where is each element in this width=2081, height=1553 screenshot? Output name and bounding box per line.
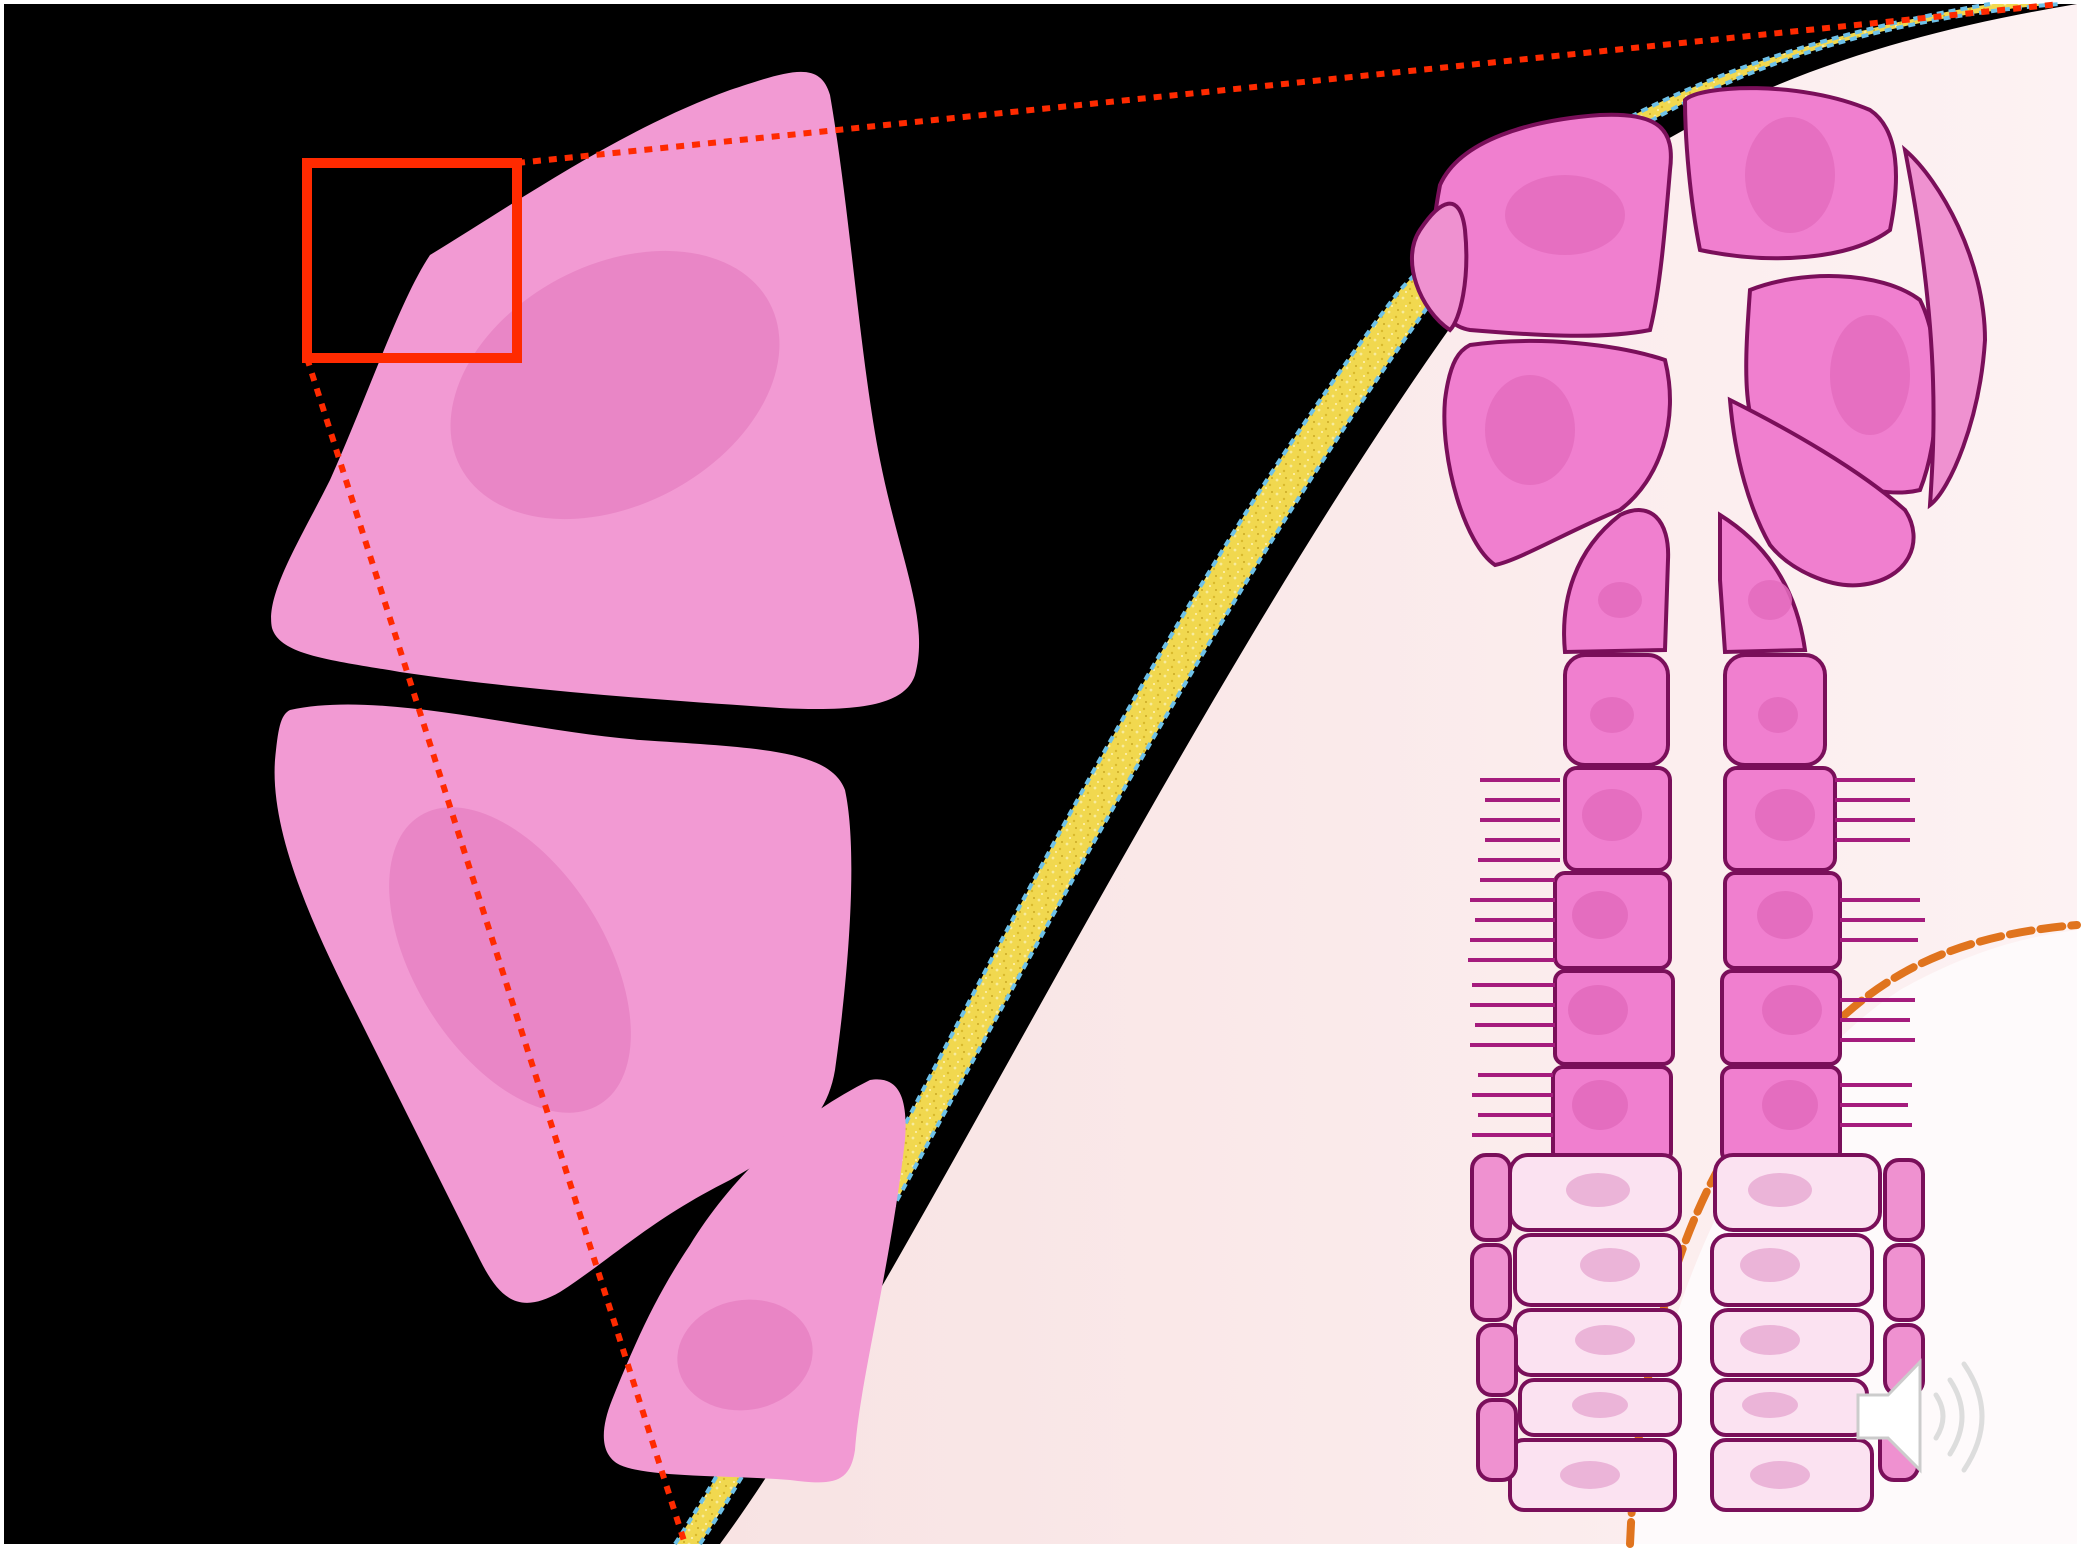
diagram-svg <box>0 0 2081 1548</box>
diagram-canvas <box>0 0 2081 1548</box>
